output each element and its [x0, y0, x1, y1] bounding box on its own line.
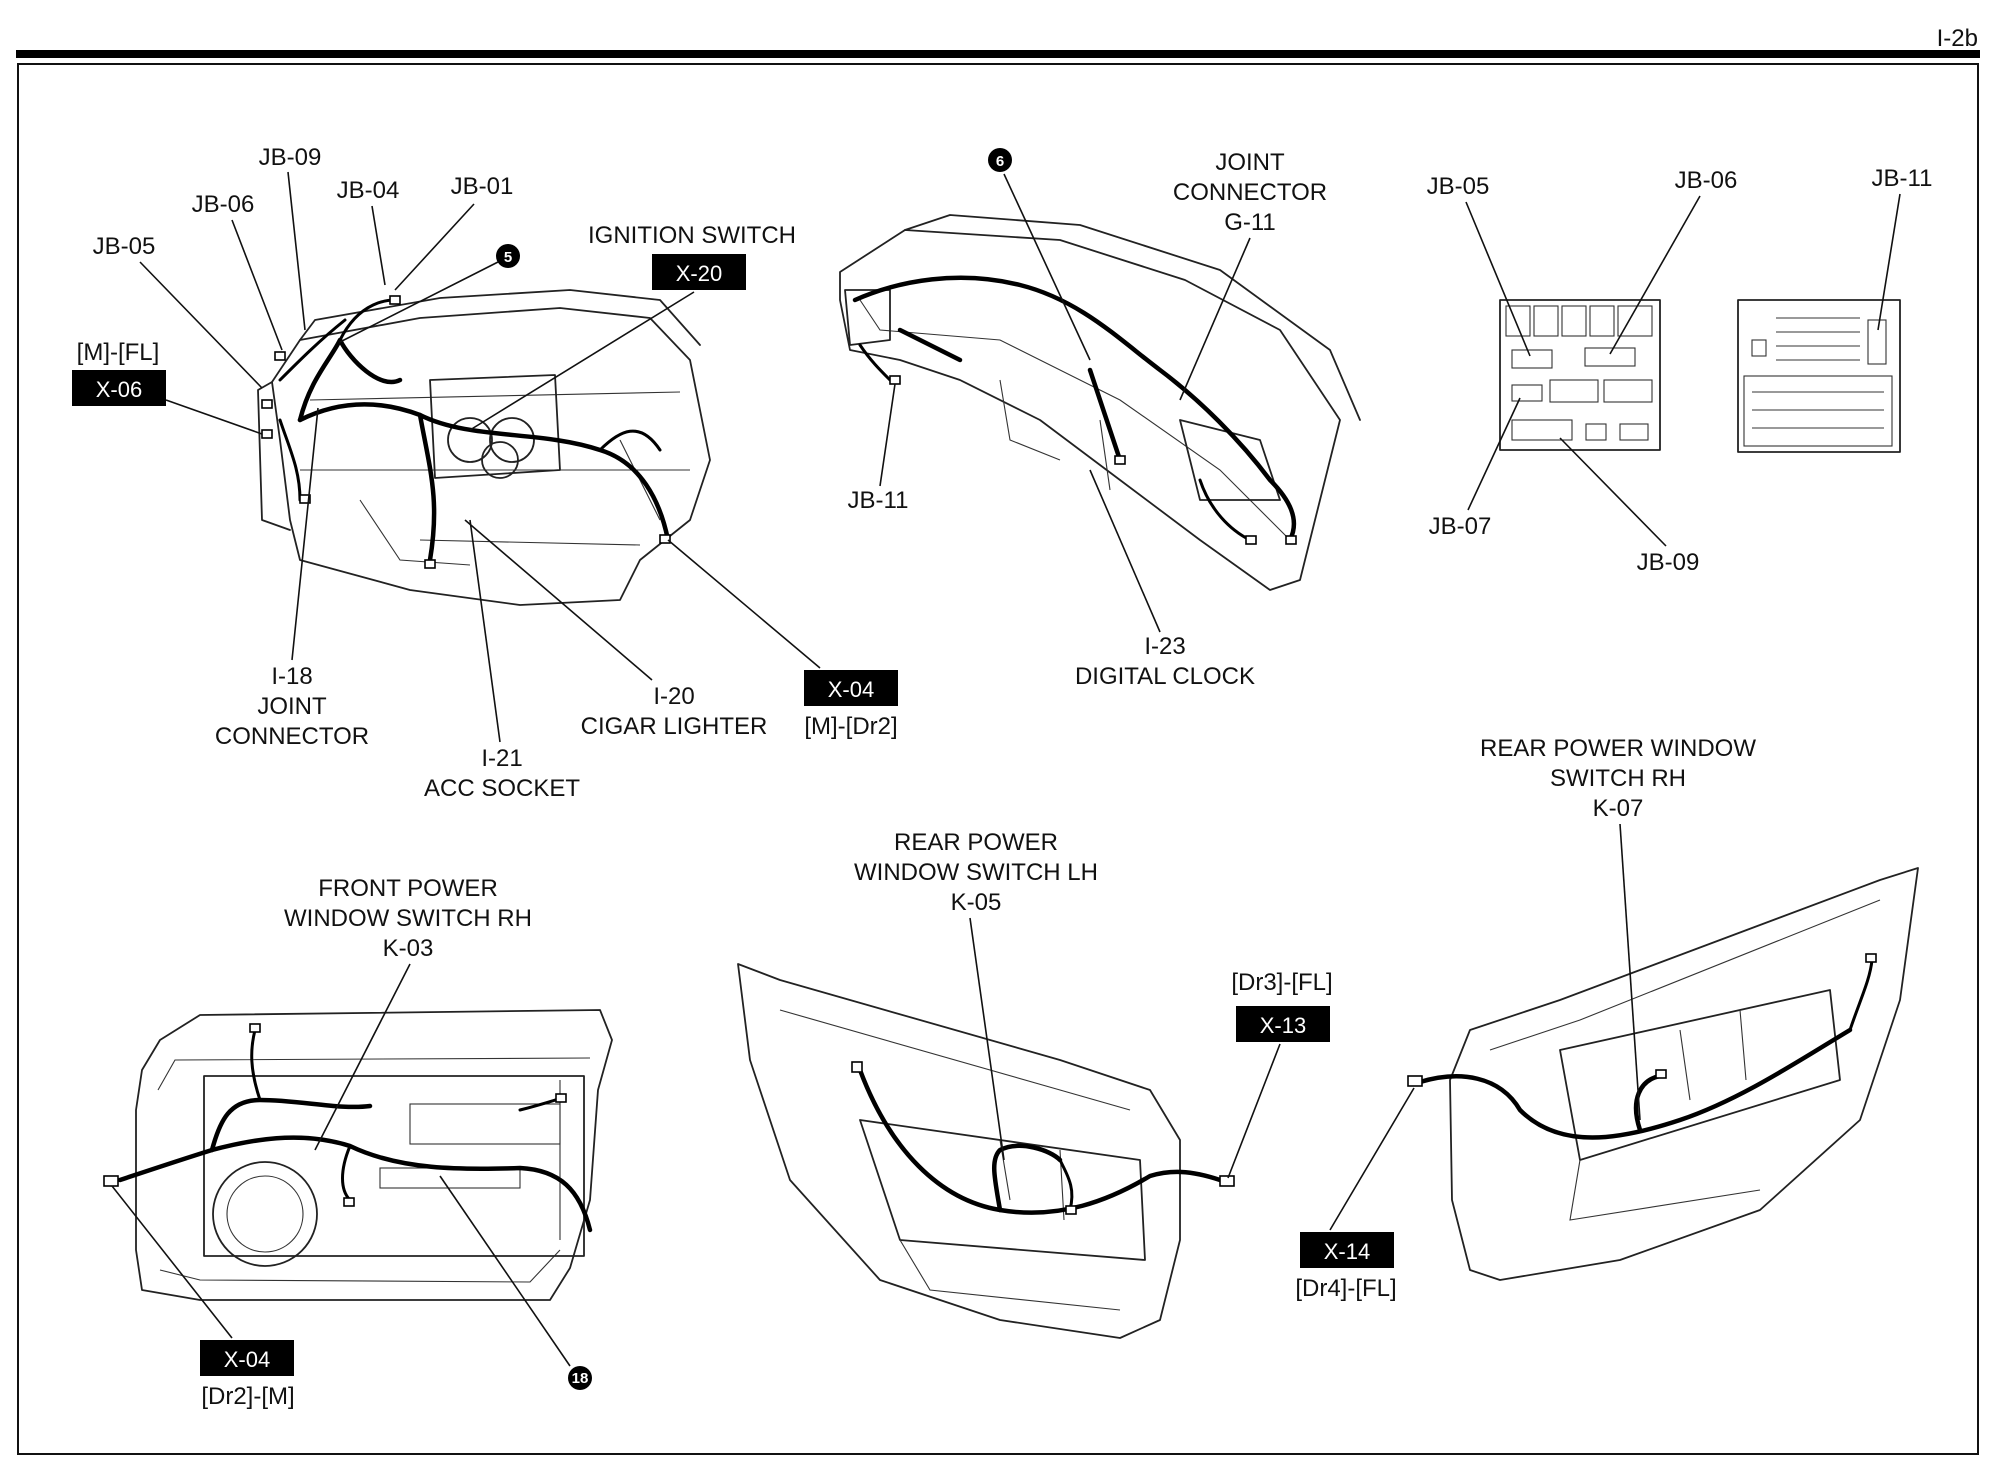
tag-x-04-door — [200, 1340, 294, 1376]
crash-pad-drawing — [839, 214, 1361, 591]
label-cigar-lighter: CIGAR LIGHTER — [581, 713, 768, 740]
rear-door-lh-leaders — [969, 917, 1281, 1179]
rear-door-rh-labels: REAR POWER WINDOW SWITCH RH K-07 X-14 [D… — [1295, 735, 1756, 1302]
rear-door-lh-drawing — [737, 963, 1235, 1339]
label-window-switch-rh: WINDOW SWITCH RH — [284, 905, 532, 932]
label-k-07: K-07 — [1593, 795, 1644, 822]
label-jb-07-box: JB-07 — [1429, 513, 1492, 540]
label-i-21: I-21 — [481, 745, 522, 772]
rear-door-rh-leaders — [1329, 823, 1641, 1231]
label-joint-g11: JOINT — [1215, 149, 1285, 176]
label-m-fl: [M]-[FL] — [77, 339, 160, 366]
label-k-05: K-05 — [951, 889, 1002, 916]
rear-door-rh-drawing — [1407, 867, 1919, 1281]
badge-6-text: 6 — [996, 153, 1004, 170]
label-front-power: FRONT POWER — [318, 875, 498, 902]
crash-pad-leaders — [879, 173, 1251, 633]
diagram-border — [17, 63, 1979, 1455]
badge-6-icon — [988, 148, 1012, 172]
instrument-panel-leaders — [139, 171, 821, 743]
badge-5-icon — [496, 244, 520, 268]
label-m-dr2: [M]-[Dr2] — [804, 713, 897, 740]
header-rule — [16, 50, 1980, 58]
crash-pad-labels: 6 JOINT CONNECTOR G-11 JB-11 I-23 DIGITA… — [848, 148, 1327, 690]
label-dr2-m: [Dr2]-[M] — [201, 1383, 294, 1410]
instrument-panel-labels: JB-09 JB-06 JB-04 JB-01 JB-05 [M]-[FL] X… — [72, 144, 898, 802]
label-jb-11-pad: JB-11 — [848, 487, 909, 514]
tag-x-13 — [1236, 1006, 1330, 1042]
instrument-panel-drawing — [257, 289, 711, 606]
label-i-18: I-18 — [271, 663, 312, 690]
front-door-leaders — [111, 963, 571, 1367]
label-g-11: G-11 — [1224, 209, 1276, 236]
tag-x-20 — [652, 254, 746, 290]
label-i-20: I-20 — [653, 683, 694, 710]
label-jb-05: JB-05 — [93, 233, 156, 260]
label-dr4-fl: [Dr4]-[FL] — [1295, 1275, 1396, 1302]
label-jb-09: JB-09 — [259, 144, 322, 171]
label-jb-01: JB-01 — [451, 173, 514, 200]
label-jb-11-box: JB-11 — [1872, 165, 1933, 192]
label-jb-04: JB-04 — [337, 177, 400, 204]
label-switch-rh: SWITCH RH — [1550, 765, 1686, 792]
label-rear-power-lh: REAR POWER — [894, 829, 1058, 856]
label-jb-05-box: JB-05 — [1427, 173, 1490, 200]
label-window-switch-lh: WINDOW SWITCH LH — [854, 859, 1098, 886]
label-i-18-joint: JOINT — [257, 693, 327, 720]
label-connector-g11: CONNECTOR — [1173, 179, 1327, 206]
tag-x-14-text: X-14 — [1324, 1239, 1370, 1264]
label-jb-06-box: JB-06 — [1675, 167, 1738, 194]
label-i-23: I-23 — [1144, 633, 1185, 660]
tag-x-13-text: X-13 — [1260, 1013, 1306, 1038]
tag-x-04-ip-text: X-04 — [828, 677, 874, 702]
tag-x-04-door-text: X-04 — [224, 1347, 270, 1372]
junction-box-leaders — [1465, 193, 1901, 547]
badge-18-icon — [568, 1366, 592, 1390]
junction-box-labels: JB-05 JB-06 JB-11 JB-07 JB-09 — [1427, 165, 1933, 576]
front-door-labels: FRONT POWER WINDOW SWITCH RH K-03 X-04 [… — [200, 875, 592, 1410]
tag-x-06-text: X-06 — [96, 377, 142, 402]
label-jb-06: JB-06 — [192, 191, 255, 218]
page-number: I-2b — [1937, 25, 1978, 52]
rear-door-lh-labels: REAR POWER WINDOW SWITCH LH K-05 [Dr3]-[… — [854, 829, 1333, 1042]
tag-x-20-text: X-20 — [676, 261, 722, 286]
label-acc-socket: ACC SOCKET — [424, 775, 580, 802]
tag-x-14 — [1300, 1232, 1394, 1268]
label-dr3-fl: [Dr3]-[FL] — [1231, 969, 1332, 996]
junction-box-drawing — [1499, 299, 1901, 453]
label-ignition-switch: IGNITION SWITCH — [588, 222, 796, 249]
tag-x-06 — [72, 370, 166, 406]
badge-5-text: 5 — [504, 249, 512, 266]
badge-18-text: 18 — [572, 1370, 589, 1387]
label-k-03: K-03 — [383, 935, 434, 962]
label-digital-clock: DIGITAL CLOCK — [1075, 663, 1255, 690]
label-i-18-connector: CONNECTOR — [215, 723, 369, 750]
label-jb-09-box: JB-09 — [1637, 549, 1700, 576]
label-rear-power-window-rh: REAR POWER WINDOW — [1480, 735, 1756, 762]
front-door-drawing — [103, 1009, 613, 1301]
tag-x-04-ip — [804, 670, 898, 706]
